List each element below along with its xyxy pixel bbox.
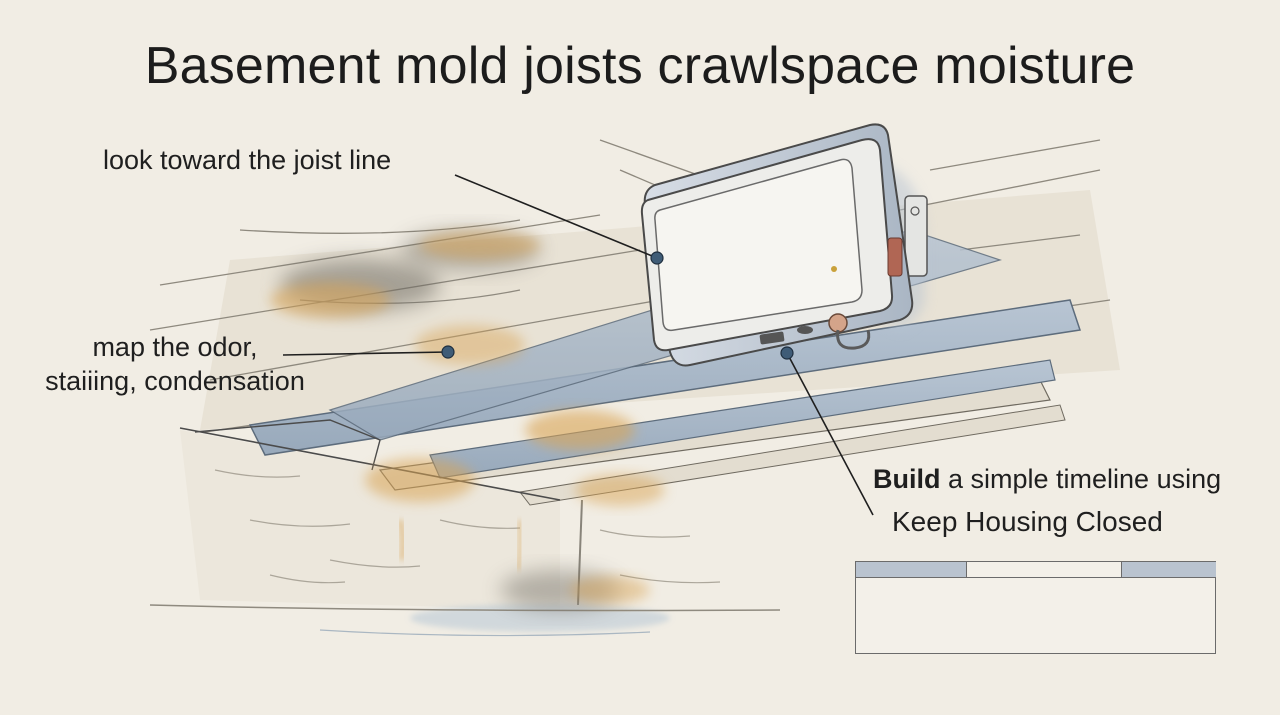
page-title: Basement mold joists crawlspace moisture: [144, 37, 1136, 95]
callout-joist-line: look toward the joist line: [103, 145, 392, 175]
callout-odor-line2: staiiing, condensation: [45, 366, 305, 396]
leader-dots: [441, 251, 794, 360]
callout-keep-housing-closed: Keep Housing Closed: [892, 506, 1163, 537]
callout-odor-line1: map the odor,: [92, 332, 258, 362]
timeline-table-placeholder: [855, 561, 1216, 654]
callout-timeline: Build a simple timeline using: [873, 462, 1221, 496]
callout-timeline-bold: Build: [873, 464, 941, 494]
foundation-wall: [180, 430, 721, 610]
timeline-header-cell-2: [967, 562, 1122, 578]
callout-timeline-rest: a simple timeline using: [940, 464, 1222, 494]
timeline-header-cell-1: [856, 562, 967, 578]
mold-stain: [270, 230, 665, 610]
leader-dot-odor: [441, 345, 455, 359]
leader-dot-housing: [780, 346, 794, 360]
timeline-header-cell-3: [1122, 562, 1216, 578]
callout-odor-staining: map the odor, staiiing, condensation: [25, 330, 325, 398]
water-puddle: [149, 604, 781, 637]
leader-dot-joist: [650, 251, 664, 265]
leader-lines: [282, 174, 874, 516]
moisture-sensor-device: [640, 123, 928, 367]
